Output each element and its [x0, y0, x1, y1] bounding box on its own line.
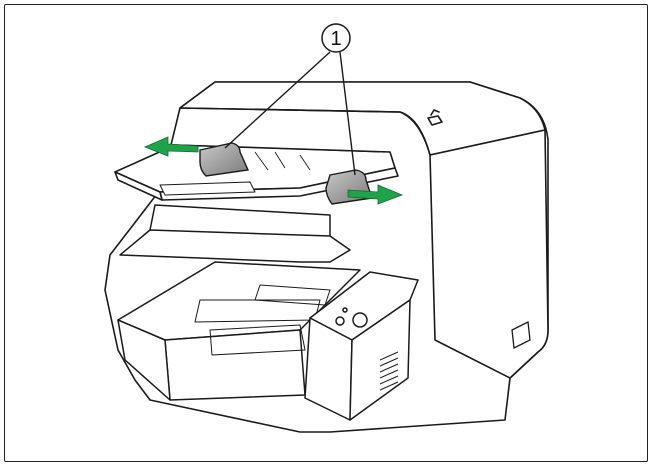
side-panel	[429, 129, 549, 379]
side-port	[511, 321, 531, 349]
callout-leader-left	[224, 51, 331, 149]
arrow-right-icon	[347, 184, 404, 205]
paper-guide-left	[199, 142, 250, 177]
callout-label: 1	[330, 28, 341, 50]
lock-icon	[427, 109, 443, 126]
paper-guide-right	[325, 169, 373, 205]
stop-button	[335, 316, 345, 326]
callout-leader-right	[339, 51, 356, 176]
output-area	[119, 229, 351, 263]
arrow-left-icon	[143, 136, 199, 157]
start-button	[352, 312, 368, 328]
callout-circle	[321, 23, 351, 53]
